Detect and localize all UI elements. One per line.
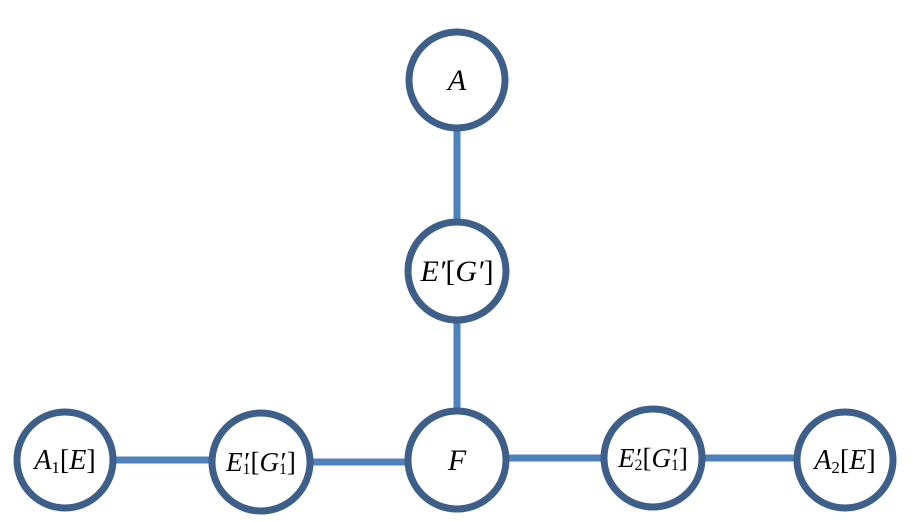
node-a1: A1[E] — [13, 408, 117, 512]
node-a-circle — [405, 28, 509, 132]
node-a2: A2[E] — [793, 408, 897, 512]
node-a2-label: A2[E] — [812, 445, 875, 477]
node-f-label: F — [447, 444, 467, 477]
node-e-prime-circle — [404, 218, 510, 324]
node-a2-circle — [793, 408, 897, 512]
node-e2: E′2[G′1] — [600, 405, 706, 511]
node-e2-label: E′2[G′1] — [617, 443, 688, 474]
node-e1-circle — [208, 409, 314, 515]
node-e-prime: E′[G′] — [404, 218, 510, 324]
node-e1-label: E′1[G′1] — [225, 447, 296, 478]
node-e2-circle — [600, 405, 706, 511]
node-a-label: A — [446, 64, 467, 97]
node-a: A — [405, 28, 509, 132]
node-e-prime-label: E′[G′] — [419, 255, 493, 288]
node-a1-label: A1[E] — [32, 445, 95, 477]
node-f: F — [404, 407, 510, 513]
node-f-circle — [404, 407, 510, 513]
node-a1-circle — [13, 408, 117, 512]
node-e1: E′1[G′1] — [208, 409, 314, 515]
